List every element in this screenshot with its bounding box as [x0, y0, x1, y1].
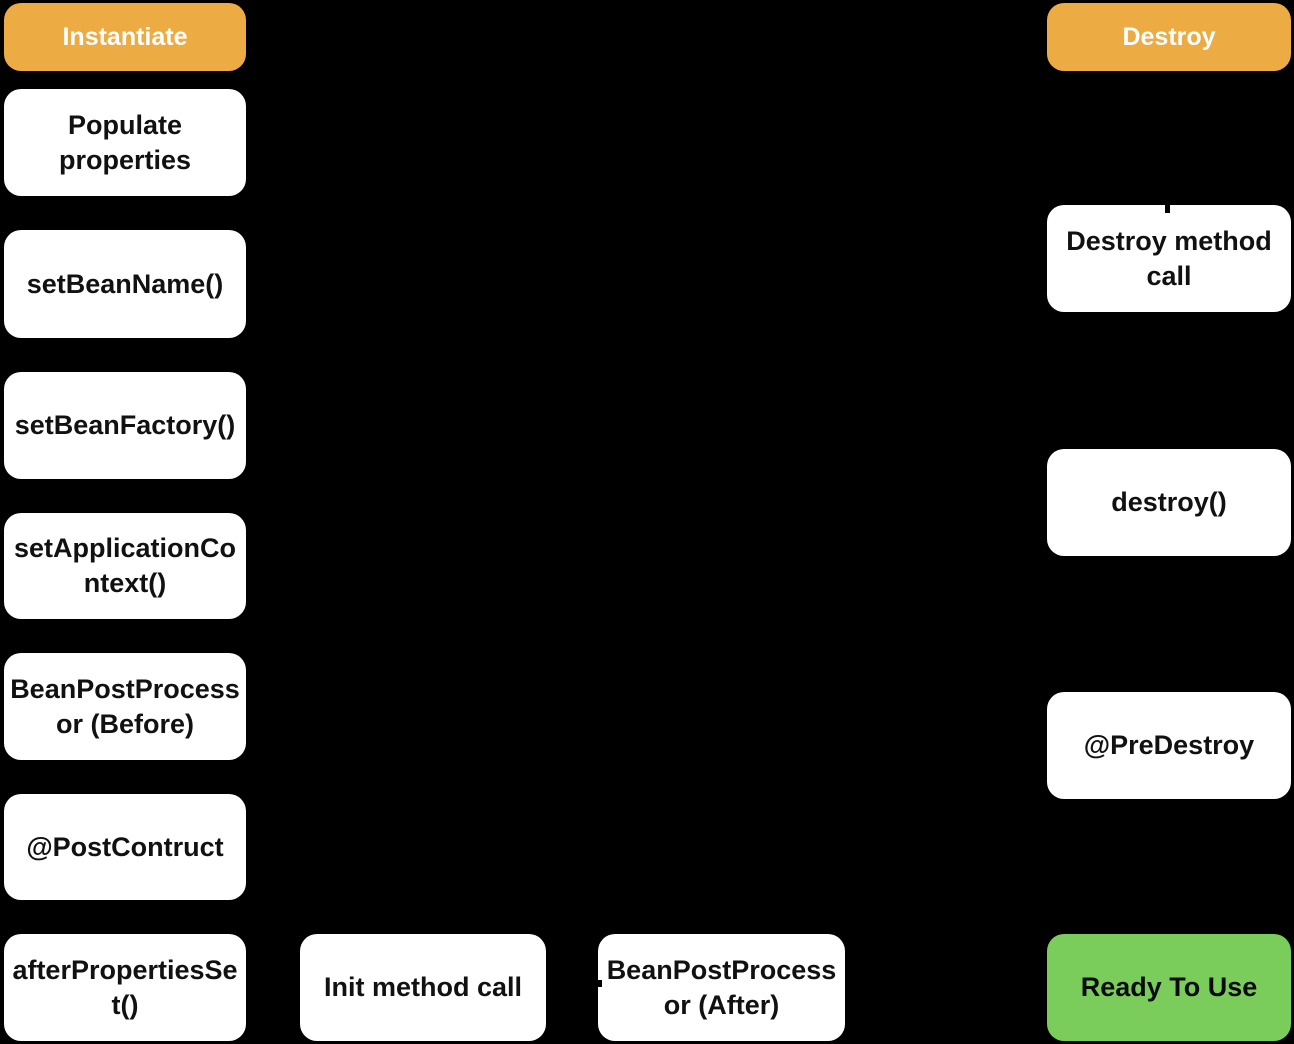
step-destroy: destroy() — [1047, 449, 1291, 556]
step-destroy-method-call: Destroy method call — [1047, 205, 1291, 312]
step-set-bean-name: setBeanName() — [4, 230, 246, 338]
step-post-contruct: @PostContruct — [4, 794, 246, 900]
step-populate-properties-label: Populate properties — [58, 109, 192, 175]
step-destroy-method-call-label: Destroy method call — [1066, 225, 1272, 291]
step-init-method-call: Init method call — [300, 934, 546, 1041]
step-post-contruct-label: @PostContruct — [26, 831, 224, 862]
arrow-remnant-icon — [594, 980, 602, 987]
step-set-bean-factory-label: setBeanFactory() — [14, 410, 236, 440]
step-bean-post-processor-before: BeanPostProcessor (Before) — [4, 653, 246, 760]
step-pre-destroy: @PreDestroy — [1047, 692, 1291, 799]
step-pre-destroy-label: @PreDestroy — [1083, 730, 1255, 760]
stage-instantiate: Instantiate — [4, 3, 246, 71]
arrow-remnant-icon — [1165, 199, 1170, 213]
step-set-bean-name-label: setBeanName() — [26, 268, 224, 299]
step-populate-properties: Populate properties — [4, 89, 246, 196]
step-set-application-context: setApplicationContext() — [4, 513, 246, 619]
stage-instantiate-label: Instantiate — [62, 22, 188, 51]
step-after-properties-set-label: afterPropertiesSet() — [12, 954, 238, 1020]
stage-ready-to-use-label: Ready To Use — [1080, 972, 1258, 1002]
step-bean-post-processor-after-label: BeanPostProcessor (After) — [606, 954, 837, 1020]
step-set-application-context-label: setApplicationContext() — [13, 533, 236, 598]
step-set-bean-factory: setBeanFactory() — [4, 372, 246, 479]
stage-ready-to-use: Ready To Use — [1047, 934, 1291, 1041]
stage-destroy-label: Destroy — [1122, 22, 1216, 51]
step-destroy-label: destroy() — [1111, 487, 1227, 517]
step-init-method-call-label: Init method call — [323, 972, 523, 1002]
step-bean-post-processor-before-label: BeanPostProcessor (Before) — [10, 673, 240, 739]
step-bean-post-processor-after: BeanPostProcessor (After) — [598, 934, 845, 1041]
stage-destroy: Destroy — [1047, 3, 1291, 71]
step-after-properties-set: afterPropertiesSet() — [4, 934, 246, 1041]
